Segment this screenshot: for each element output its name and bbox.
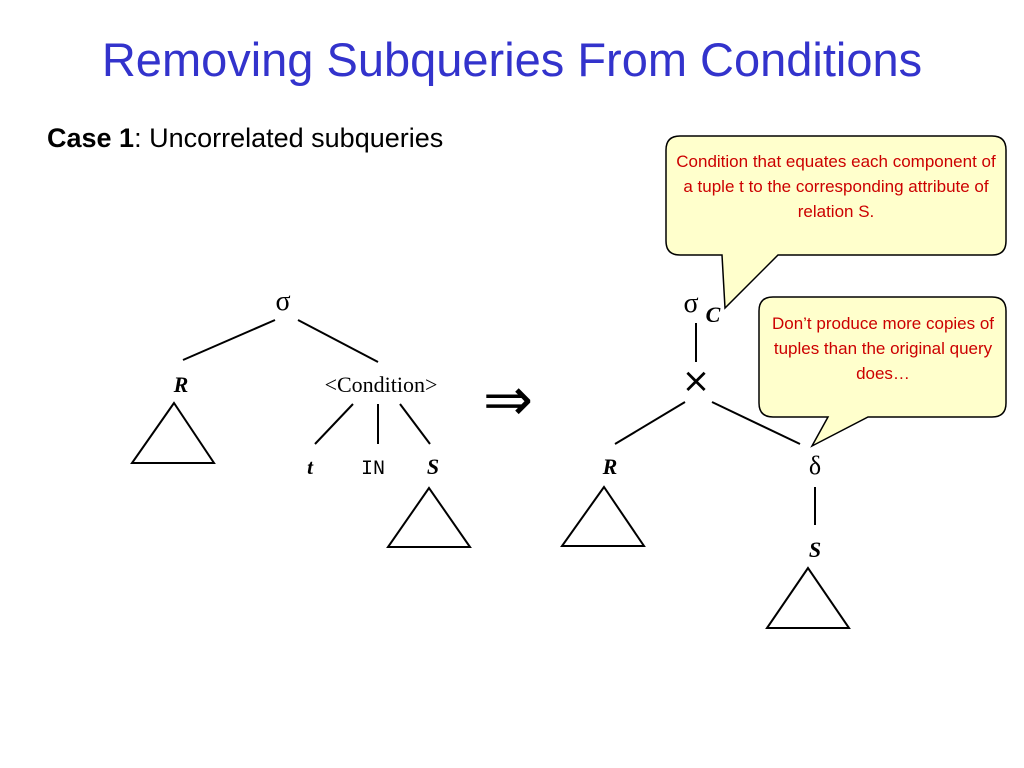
left-r-subtree-triangle [130,401,216,464]
left-s-subtree-triangle [386,486,472,548]
right-edge-product-delta [711,401,801,445]
right-product-symbol: × [682,361,711,401]
left-t-label: t [307,455,314,479]
left-in-label: IN [361,458,385,481]
left-edge-condition-s [399,403,431,445]
right-edge-product-r [614,401,686,445]
left-edge-sigma-condition [297,319,379,363]
callout-condition-bubble [665,135,1007,310]
right-r-subtree-triangle [560,485,646,547]
right-r-label: R [602,454,618,479]
right-delta-label: δ [809,451,821,480]
right-tree-labels: σ C × R δ S [602,288,821,562]
left-sigma-label: σ [275,286,290,317]
left-tree-labels: σ R <Condition> t IN S [173,286,439,481]
transform-arrow: ⇒ [483,365,533,435]
left-edge-sigma-r [182,319,276,361]
callout-duplicates-text: Don’t produce more copies of tuples than… [771,314,995,383]
right-c-subscript: C [706,302,721,327]
case-text: : Uncorrelated subqueries [134,123,444,153]
right-tree [560,323,851,629]
case-heading: Case 1: Uncorrelated subqueries [47,120,443,156]
slide-title: Removing Subqueries From Conditions [101,33,923,86]
left-condition-label: <Condition> [325,372,438,397]
right-s-subtree-triangle [765,566,851,629]
callout-duplicates-bubble [758,296,1007,448]
left-s-label: S [427,454,439,479]
callout-condition-text: Condition that equates each component of… [676,152,996,221]
case-label: Case 1 [47,123,135,153]
right-sigma-label: σ [683,288,698,319]
left-r-label: R [173,372,189,397]
left-edge-condition-t [314,403,354,445]
right-s-label: S [809,537,821,562]
left-tree [130,319,472,548]
